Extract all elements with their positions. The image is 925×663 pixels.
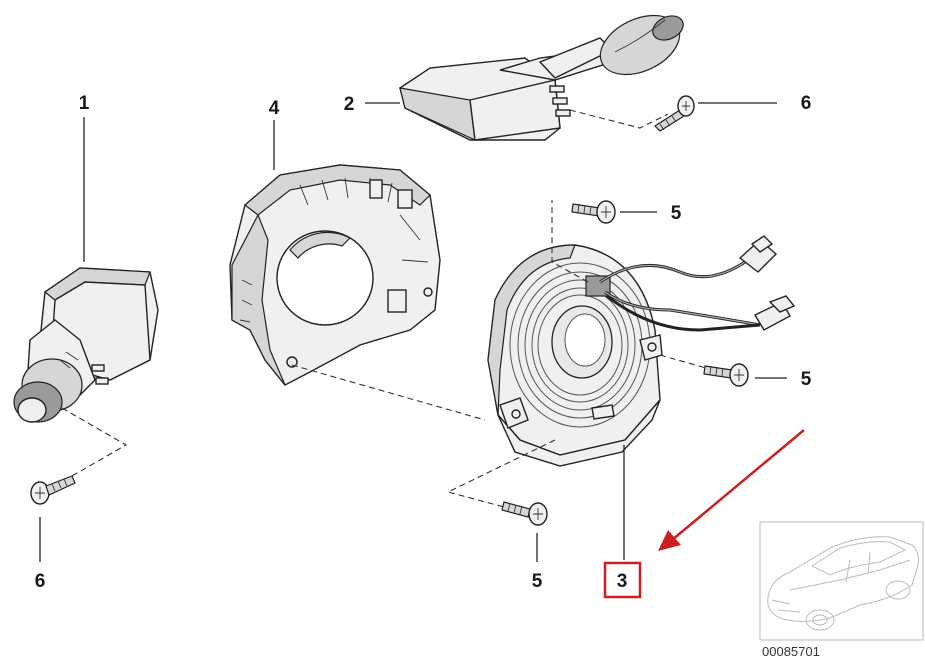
dash-part-3-right [659,354,707,369]
part-2-wiper-switch [399,14,684,141]
callout-part-2: 2 [344,94,355,115]
part-6-screw-top [654,95,695,132]
dash-part-2-screw [569,109,669,129]
part-6-screw-bottom [30,475,76,505]
callout-part-4: 4 [269,98,280,119]
highlight-box-part-3 [603,561,642,599]
car-thumbnail [759,521,924,641]
part-3-wire-harness [599,235,796,332]
dash-part-3-bottom [446,439,556,509]
callout-part-5-right: 5 [801,369,812,390]
callout-part-3: 3 [617,571,628,592]
red-arrow-icon [658,429,805,551]
part-4-column-shroud [229,164,441,386]
part-3-clock-spring [487,244,663,467]
callout-part-6-bottom: 6 [35,571,46,592]
part-5-screw-bottom [501,501,548,526]
part-5-screw-right [703,363,749,387]
diagram-reference-number: 00085701 [762,644,820,659]
part-5-screw-top [571,200,616,224]
part-1-turn-signal-switch [13,267,159,423]
dash-part-4-to-3 [291,364,486,421]
callout-part-1: 1 [79,93,90,114]
callout-part-5-bottom: 5 [532,571,543,592]
callout-part-5-top: 5 [671,203,682,224]
dash-part-3-top [551,200,589,283]
dash-part-1-screw [61,407,128,481]
callout-part-6-top: 6 [801,93,812,114]
